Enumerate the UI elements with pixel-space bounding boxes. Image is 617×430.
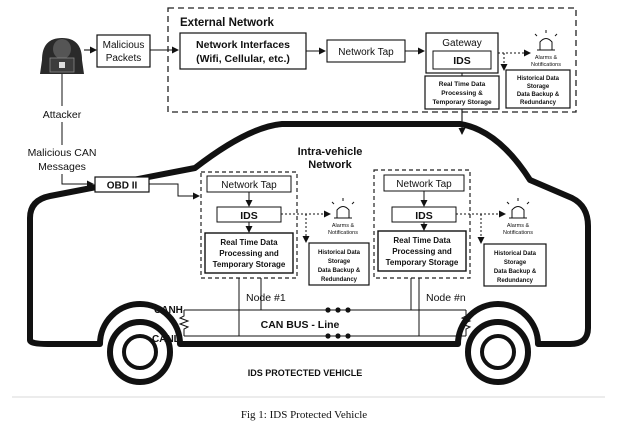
ellipsis-dots-upper <box>325 307 351 313</box>
hacker-icon <box>40 38 84 74</box>
external-network-frame <box>167 7 577 113</box>
noden-ids-label: IDS <box>415 210 433 222</box>
malicious-can-line2: Messages <box>38 161 86 173</box>
figure-caption: Fig 1: IDS Protected Vehicle <box>241 409 367 421</box>
messages-to-obd-arrow <box>61 174 94 188</box>
node1-historical-line3: Data Backup & <box>318 268 361 274</box>
noden-network-tap-label: Network Tap <box>396 179 452 190</box>
ellipsis-dots-lower <box>325 333 351 339</box>
external-historical-line2: Storage <box>527 84 550 90</box>
node1-alarm-icon <box>331 198 355 219</box>
node1-historical-line1: Historical Data <box>318 250 361 256</box>
node1-label: Node #1 <box>246 292 286 304</box>
malicious-packets-box <box>96 34 151 68</box>
node1-historical-line4: Redundancy <box>321 277 358 283</box>
left-terminator-resistor-icon <box>178 310 190 336</box>
vehicle-label: IDS PROTECTED VEHICLE <box>248 368 363 378</box>
intra-vehicle-title-line1: Intra-vehicle <box>298 146 363 158</box>
external-realtime-box <box>424 75 500 110</box>
external-network-title: External Network <box>180 17 275 29</box>
front-wheel-icon <box>107 319 173 385</box>
external-historical-box <box>505 69 571 109</box>
noden-realtime-line1: Real Time Data <box>393 236 451 245</box>
node1-ids-label: IDS <box>240 210 258 222</box>
node1-realtime-line2: Processing and <box>219 249 279 258</box>
node1-realtime-box <box>204 232 294 274</box>
external-alarm-line1: Alarms & <box>535 55 558 61</box>
node1-alarm-line2: Notifications <box>328 230 358 236</box>
rear-wheel-icon <box>465 319 531 385</box>
noden-frame <box>373 169 471 279</box>
noden-realtime-line3: Temporary Storage <box>386 258 459 267</box>
noden-alarm-icon <box>506 198 530 219</box>
node1-frame <box>200 171 298 279</box>
noden-historical-line4: Redundancy <box>497 278 534 284</box>
malicious-packets-line1: Malicious <box>103 40 145 51</box>
external-realtime-line3: Temporary Storage <box>432 99 492 106</box>
node1-realtime-line1: Real Time Data <box>220 238 278 247</box>
obd-to-node1-arrow <box>149 183 200 200</box>
noden-historical-line2: Storage <box>504 260 527 266</box>
external-historical-line1: Historical Data <box>517 76 560 82</box>
network-interfaces-sub: (Wifi, Cellular, etc.) <box>196 53 290 65</box>
intra-vehicle-title-line2: Network <box>308 159 352 171</box>
node1-realtime-line3: Temporary Storage <box>213 260 286 269</box>
network-interfaces-title: Network Interfaces <box>196 39 290 51</box>
gateway-ids-label: IDS <box>453 55 471 67</box>
noden-historical-box <box>483 243 547 287</box>
obd-label: OBD II <box>107 181 138 192</box>
attacker-label: Attacker <box>43 109 82 121</box>
right-terminator-resistor-icon <box>460 310 472 336</box>
gateway-ids-box <box>432 50 492 70</box>
external-historical-line4: Redundancy <box>520 100 557 106</box>
external-alarm-icon <box>534 30 558 51</box>
network-interfaces-box <box>179 32 307 70</box>
noden-historical-line1: Historical Data <box>494 251 537 257</box>
external-historical-line3: Data Backup & <box>517 92 560 98</box>
external-realtime-line2: Processing & <box>441 90 483 97</box>
canh-label: CANH <box>154 305 183 316</box>
noden-historical-line3: Data Backup & <box>494 269 537 275</box>
node1-network-tap-label: Network Tap <box>221 180 277 191</box>
noden-realtime-line2: Processing and <box>392 247 452 256</box>
noden-alarm-line1: Alarms & <box>507 223 530 229</box>
vehicle-outline <box>27 121 591 347</box>
node1-alarm-line1: Alarms & <box>332 223 355 229</box>
canl-label: CANL <box>152 334 180 345</box>
malicious-can-line1: Malicious CAN <box>28 147 97 159</box>
external-alarm-line2: Notifications <box>531 62 561 68</box>
can-bus-label: CAN BUS - Line <box>261 319 340 331</box>
external-network-tap-label: Network Tap <box>338 47 394 58</box>
noden-alarm-line2: Notifications <box>503 230 533 236</box>
noden-realtime-box <box>377 230 467 272</box>
external-realtime-line1: Real Time Data <box>439 81 486 88</box>
gateway-label: Gateway <box>442 38 481 49</box>
node1-historical-line2: Storage <box>328 259 351 265</box>
malicious-packets-line2: Packets <box>106 53 142 64</box>
noden-label: Node #n <box>426 292 466 304</box>
node1-historical-box <box>308 242 370 286</box>
